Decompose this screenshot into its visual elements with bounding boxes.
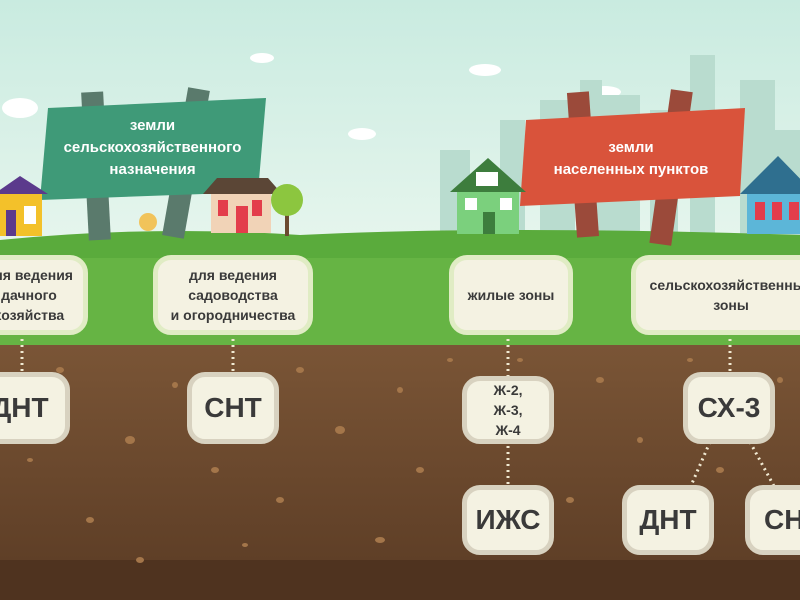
purpose-agricultural-text: сельскохозяйственные зоны bbox=[649, 277, 800, 313]
blue-house bbox=[740, 156, 800, 234]
purpose-dacha: для ведения дачного хозяйства bbox=[0, 255, 88, 335]
sign-left-label: земли сельскохозяйственного назначения bbox=[63, 117, 242, 178]
code-izhs: ИЖС bbox=[462, 485, 554, 555]
yellow-house bbox=[0, 176, 48, 236]
connectors bbox=[20, 333, 777, 489]
purpose-residential: жилые зоны bbox=[449, 255, 573, 335]
trees bbox=[139, 184, 303, 236]
purpose-agricultural: сельскохозяйственные зоны bbox=[631, 255, 800, 335]
pink-house bbox=[203, 178, 282, 233]
pebbles bbox=[27, 358, 783, 563]
code-zh-zones: Ж-2, Ж-3, Ж-4 bbox=[462, 376, 554, 444]
sign-right-label: земли населенных пунктов bbox=[553, 139, 709, 178]
green-house bbox=[450, 158, 526, 234]
code-dnt-right: ДНТ bbox=[622, 485, 714, 555]
code-snt-right: СНТ bbox=[745, 485, 800, 555]
code-sh3: СХ-3 bbox=[683, 372, 775, 444]
purpose-garden: для ведения садоводства и огородничества bbox=[153, 255, 313, 335]
purpose-garden-text: для ведения садоводства и огородничества bbox=[170, 267, 296, 323]
code-dnt-left: ДНТ bbox=[0, 372, 70, 444]
right-sign-board bbox=[520, 108, 745, 206]
code-snt: СНТ bbox=[187, 372, 279, 444]
left-sign-board bbox=[40, 98, 266, 200]
purpose-residential-text: жилые зоны bbox=[467, 287, 555, 303]
purpose-dacha-text: для ведения дачного хозяйства bbox=[0, 267, 73, 323]
